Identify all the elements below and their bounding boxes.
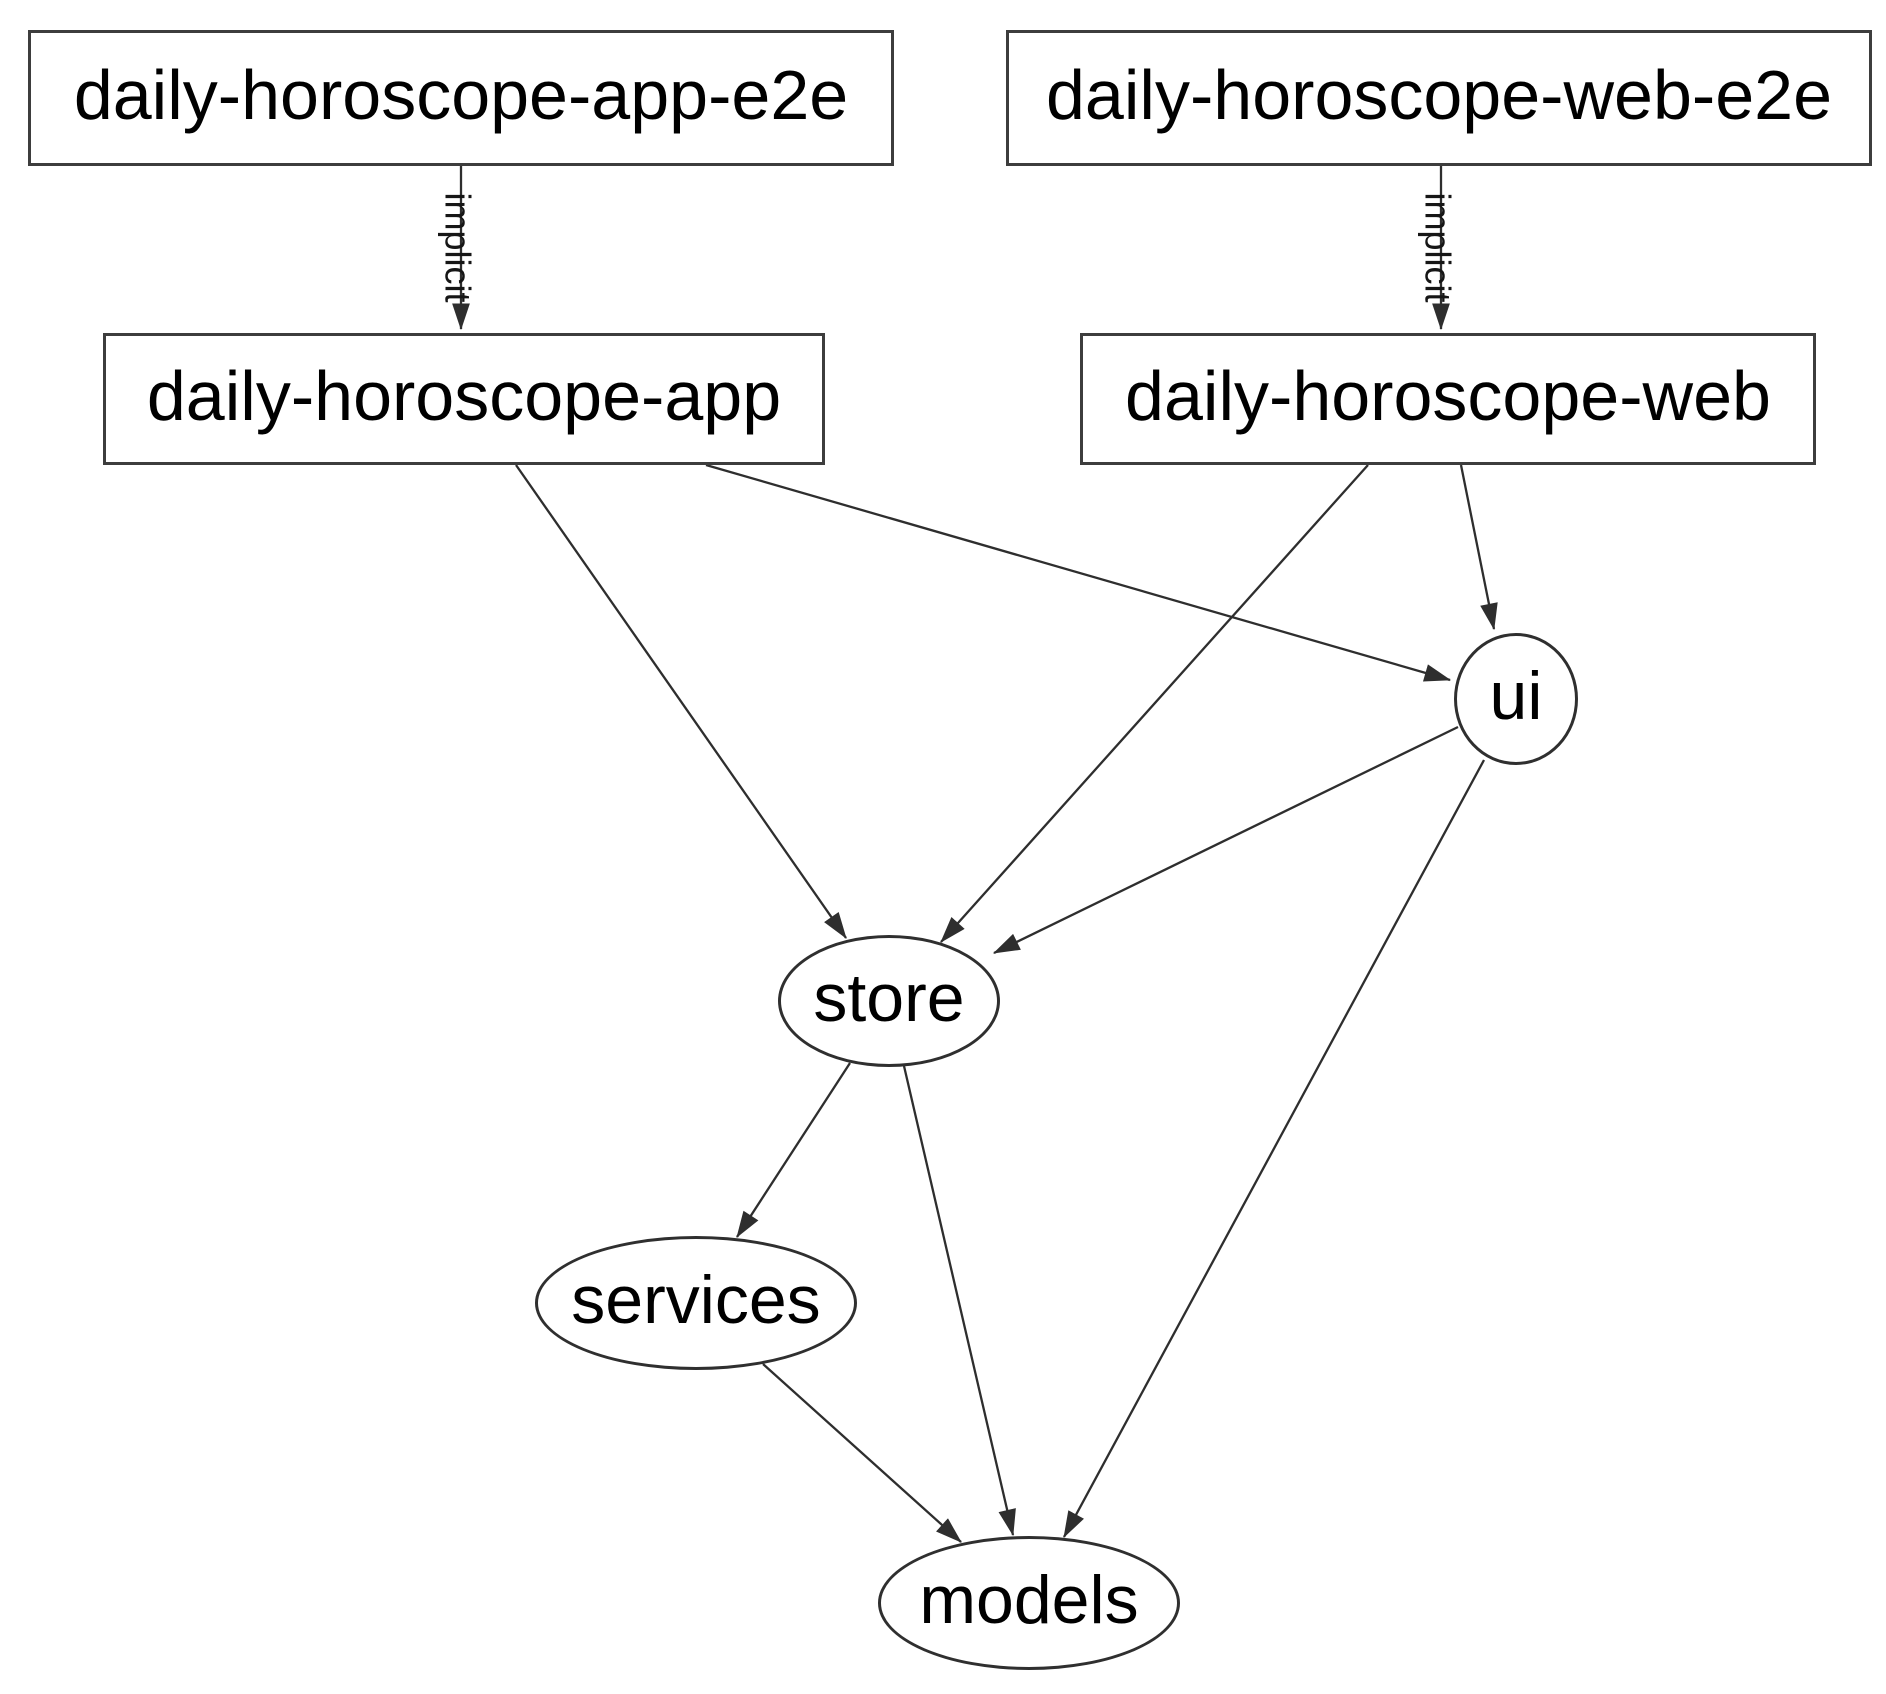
node-models[interactable]: models xyxy=(878,1536,1180,1670)
node-label: ui xyxy=(1489,658,1543,734)
node-store[interactable]: store xyxy=(778,935,1000,1067)
node-daily-horoscope-web-e2e[interactable]: daily-horoscope-web-e2e xyxy=(1006,30,1872,166)
node-daily-horoscope-app[interactable]: daily-horoscope-app xyxy=(103,333,825,465)
node-ui[interactable]: ui xyxy=(1454,633,1578,765)
edge-ui-to-store xyxy=(993,725,1459,955)
edge-ui-to-models xyxy=(1062,759,1486,1538)
node-label: store xyxy=(813,960,965,1036)
node-label: daily-horoscope-app-e2e xyxy=(73,56,849,134)
edge-daily-horoscope-app-to-store xyxy=(515,464,847,939)
node-daily-horoscope-web[interactable]: daily-horoscope-web xyxy=(1080,333,1816,465)
node-label: daily-horoscope-web xyxy=(1125,357,1771,435)
edge-daily-horoscope-web-to-ui xyxy=(1459,464,1498,631)
node-label: models xyxy=(919,1562,1139,1638)
edge-services-to-models xyxy=(762,1363,962,1543)
edge-store-to-services xyxy=(736,1062,851,1238)
edge-label-implicit: implicit xyxy=(438,192,479,302)
node-label: daily-horoscope-app xyxy=(146,357,782,435)
node-label: services xyxy=(571,1262,821,1338)
node-label: daily-horoscope-web-e2e xyxy=(1046,56,1832,134)
edge-daily-horoscope-app-to-ui xyxy=(705,463,1452,682)
edge-store-to-models xyxy=(902,1065,1016,1537)
node-services[interactable]: services xyxy=(535,1236,857,1370)
edge-label-implicit: implicit xyxy=(1418,192,1459,302)
edge-daily-horoscope-web-to-store xyxy=(940,464,1369,943)
node-daily-horoscope-app-e2e[interactable]: daily-horoscope-app-e2e xyxy=(28,30,894,166)
